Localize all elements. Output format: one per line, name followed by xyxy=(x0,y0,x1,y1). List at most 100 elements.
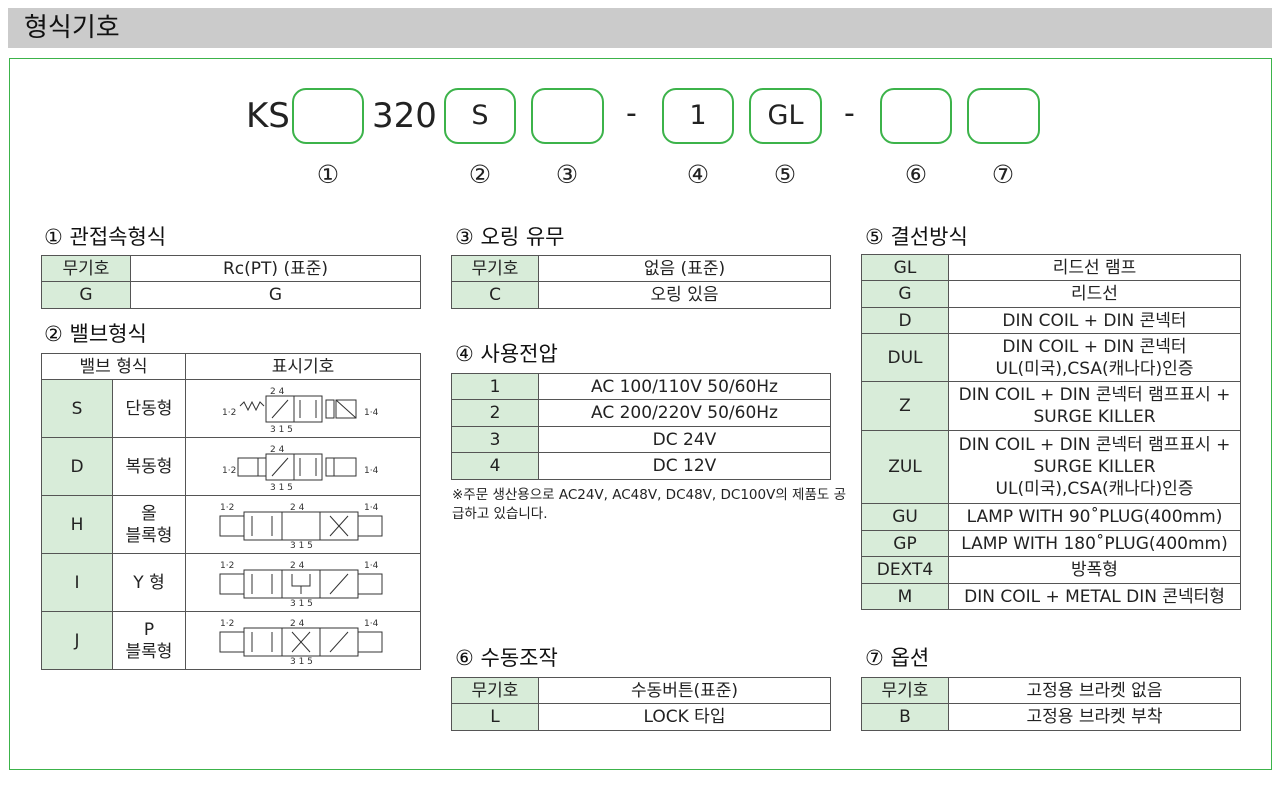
sec2-title: ② 밸브형식 xyxy=(44,322,147,346)
sec2-row-name: 올 블록형 xyxy=(112,495,186,554)
sec5-row-desc: DIN COIL + DIN 콘넥터 램프표시 + SURGE KILLER U… xyxy=(948,430,1241,504)
sec1-header-code: 무기호 xyxy=(41,255,131,282)
voltage-note: ※주문 생산용으로 AC24V, AC48V, DC48V, DC100V의 제… xyxy=(452,487,846,522)
sec7-title: ⑦ 옵션 xyxy=(865,646,930,670)
sec2-row-name: Y 형 xyxy=(112,553,186,612)
port-label-top: 2 4 xyxy=(270,445,285,455)
sec5-row-code: D xyxy=(861,307,949,334)
all-block-valve-symbol: 1·2 1·4 2 4 3 1 5 xyxy=(219,503,383,550)
code-box-7 xyxy=(967,88,1040,144)
sec4-table: 1 AC 100/110V 50/60Hz 2 AC 200/220V 50/6… xyxy=(451,373,831,480)
sec2-row-code: J xyxy=(41,611,113,670)
sec5-row-code: M xyxy=(861,583,949,610)
single-solenoid-valve-symbol: 2 4 3 1 5 1·2 1·4 xyxy=(222,387,379,434)
sec2-row-code: I xyxy=(41,553,113,612)
marker-6: ⑥ xyxy=(904,160,928,189)
sec4-row-desc: AC 200/220V 50/60Hz xyxy=(538,399,831,427)
sec2-row-code: S xyxy=(41,379,113,438)
sec5-row-desc: DIN COIL + METAL DIN 콘넥터형 xyxy=(948,583,1241,610)
valve-symbol-cell: 2 4 3 1 5 1·2 1·4 xyxy=(185,437,421,496)
sec7-row-code: 무기호 xyxy=(861,677,949,704)
valve-symbol-cell: 1·2 1·4 2 4 3 1 5 xyxy=(185,495,421,554)
sec2-header-type: 밸브 형식 xyxy=(41,353,186,380)
port-label-right: 1·4 xyxy=(364,561,379,571)
sec3-table: 무기호 없음 (표준) C 오링 있음 xyxy=(451,255,831,309)
port-label-bottom: 3 1 5 xyxy=(290,541,313,550)
sec6-row-desc: LOCK 타입 xyxy=(538,703,831,731)
sec5-row-desc: DIN COIL + DIN 콘넥터 UL(미국),CSA(캐나다)인증 xyxy=(948,333,1241,382)
sec2-row-code: D xyxy=(41,437,113,496)
sec4-row-desc: DC 24V xyxy=(538,426,831,453)
sec5-row-desc: 리드선 램프 xyxy=(948,254,1241,281)
marker-5: ⑤ xyxy=(773,160,797,189)
sec3-row-desc: 없음 (표준) xyxy=(538,255,831,282)
sec4-row-code: 2 xyxy=(451,399,539,427)
port-label-top: 2 4 xyxy=(290,561,305,571)
sec6-row-code: L xyxy=(451,703,539,731)
sec4-row-desc: AC 100/110V 50/60Hz xyxy=(538,373,831,400)
port-label-left: 1·2 xyxy=(222,408,236,418)
sec1-table: 무기호 Rc(PT) (표준) G G xyxy=(41,255,421,309)
sec5-table: GL 리드선 램프 G 리드선 D DIN COIL + DIN 콘넥터 DUL… xyxy=(861,254,1241,610)
sec2-table: 밸브 형식 표시기호 S 단동형 2 4 3 1 5 1·2 1·4 xyxy=(41,353,421,670)
sec1-row-code: G xyxy=(41,281,131,309)
sec3-row-code: C xyxy=(451,281,539,309)
sec5-row-desc: 리드선 xyxy=(948,280,1241,308)
content-frame xyxy=(9,58,1272,770)
sec2-row-name: 단동형 xyxy=(112,379,186,438)
port-label-left: 1·2 xyxy=(220,619,234,629)
sec5-row-desc: DIN COIL + DIN 콘넥터 램프표시 + SURGE KILLER xyxy=(948,381,1241,431)
port-label-bottom: 3 1 5 xyxy=(270,425,293,434)
sec2-row-name: P 블록형 xyxy=(112,611,186,670)
double-solenoid-valve-symbol: 2 4 3 1 5 1·2 1·4 xyxy=(222,445,379,492)
sec3-row-code: 무기호 xyxy=(451,255,539,282)
port-label-right: 1·4 xyxy=(364,466,379,476)
sec5-title: ⑤ 결선방식 xyxy=(865,225,968,249)
sec7-table: 무기호 고정용 브라켓 없음 B 고정용 브라켓 부착 xyxy=(861,677,1241,731)
code-prefix: KS xyxy=(246,96,290,136)
sec6-title: ⑥ 수동조작 xyxy=(455,646,558,670)
valve-symbol-cell: 1·2 1·4 2 4 3 1 5 xyxy=(185,553,421,612)
sec1-title: ① 관접속형식 xyxy=(44,225,167,249)
code-dash-2: - xyxy=(844,96,855,131)
sec5-row-code: G xyxy=(861,280,949,308)
sec7-row-code: B xyxy=(861,703,949,731)
sec2-header-symbol: 표시기호 xyxy=(185,353,421,380)
sec5-row-code: DUL xyxy=(861,333,949,382)
port-label-top: 2 4 xyxy=(270,387,285,397)
code-middle: 320 xyxy=(372,96,437,136)
port-label-left: 1·2 xyxy=(220,561,234,571)
sec5-row-desc: LAMP WITH 90˚PLUG(400mm) xyxy=(948,503,1241,531)
code-box-5: GL xyxy=(749,88,822,144)
sec2-row-code: H xyxy=(41,495,113,554)
port-label-right: 1·4 xyxy=(364,503,379,513)
sec6-row-desc: 수동버튼(표준) xyxy=(538,677,831,704)
sec5-row-desc: 방폭형 xyxy=(948,556,1241,584)
port-label-bottom: 3 1 5 xyxy=(270,483,293,492)
sec3-title: ③ 오링 유무 xyxy=(455,225,565,249)
sec7-row-desc: 고정용 브라켓 없음 xyxy=(948,677,1241,704)
sec1-row-desc: G xyxy=(130,281,421,309)
sec4-row-desc: DC 12V xyxy=(538,452,831,480)
marker-7: ⑦ xyxy=(991,160,1015,189)
header-bar: 형식기호 xyxy=(8,8,1272,48)
sec3-row-desc: 오링 있음 xyxy=(538,281,831,309)
port-label-top: 2 4 xyxy=(290,503,305,513)
sec5-row-code: DEXT4 xyxy=(861,556,949,584)
sec4-row-code: 4 xyxy=(451,452,539,480)
sec6-row-code: 무기호 xyxy=(451,677,539,704)
code-box-2: S xyxy=(444,88,516,144)
sec5-row-code: GL xyxy=(861,254,949,281)
marker-3: ③ xyxy=(555,160,579,189)
y-type-valve-symbol: 1·2 1·4 2 4 3 1 5 xyxy=(219,561,383,608)
port-label-top: 2 4 xyxy=(290,619,305,629)
code-dash-1: - xyxy=(626,96,637,131)
sec5-row-desc: LAMP WITH 180˚PLUG(400mm) xyxy=(948,530,1241,557)
code-box-4: 1 xyxy=(662,88,734,144)
sec4-row-code: 1 xyxy=(451,373,539,400)
sec4-row-code: 3 xyxy=(451,426,539,453)
sec1-header-desc: Rc(PT) (표준) xyxy=(130,255,421,282)
sec5-row-code: GP xyxy=(861,530,949,557)
marker-4: ④ xyxy=(686,160,710,189)
code-box-6 xyxy=(880,88,952,144)
